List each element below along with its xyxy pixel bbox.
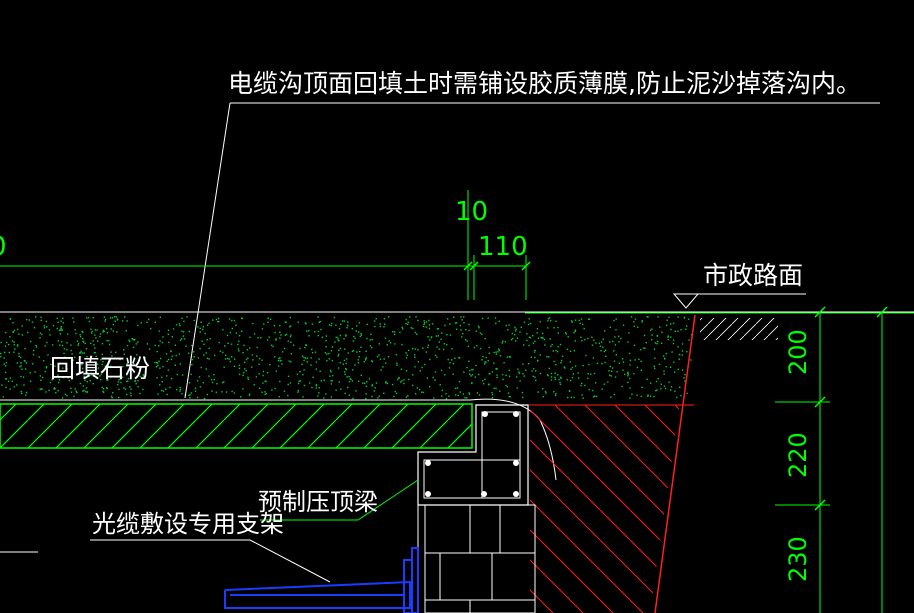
- beam-rebar-cage-upper: [481, 411, 521, 499]
- dim-partial-label: 0: [0, 232, 7, 262]
- brick-wall: [417, 504, 536, 613]
- precast-beam-label: 预制压顶梁: [258, 488, 378, 516]
- dim-tick-3: [521, 261, 531, 271]
- dim-220-label: 220: [784, 432, 812, 478]
- bracket-leader: [90, 539, 331, 583]
- cable-bracket: [224, 547, 419, 613]
- road-level-triangle: [672, 293, 700, 309]
- top-note-text: 电缆沟顶面回填土时需铺设胶质薄膜,防止泥沙掉落沟内。: [228, 69, 861, 98]
- dim-tick-2: [469, 261, 479, 271]
- soil-symbol: [700, 318, 778, 340]
- dim-tick-1: [463, 261, 473, 271]
- beam-leader: [260, 479, 419, 521]
- excavation-slope-line: [654, 314, 696, 613]
- backfill-label: 回填石粉: [50, 354, 150, 383]
- dim-200-label: 200: [784, 329, 812, 375]
- cable-bracket-label: 光缆敷设专用支架: [92, 510, 284, 538]
- cover-slab: [0, 403, 473, 449]
- vdim-tick-4: [876, 306, 888, 318]
- soil-hatch-region: [530, 405, 692, 613]
- dim-110-label: 110: [478, 232, 528, 262]
- vdim-tick-1: [814, 306, 826, 318]
- municipal-road-label: 市政路面: [703, 261, 803, 290]
- dim-230-label: 230: [784, 536, 812, 582]
- note-leader: [184, 102, 231, 399]
- rebar-dots: [425, 411, 519, 497]
- backfill-dot-fill: [0, 316, 693, 400]
- vdim-tick-2: [814, 396, 826, 408]
- dim-10-label: 10: [455, 197, 488, 227]
- vdim-tick-3: [814, 499, 826, 511]
- beam-rebar-cage: [423, 459, 521, 499]
